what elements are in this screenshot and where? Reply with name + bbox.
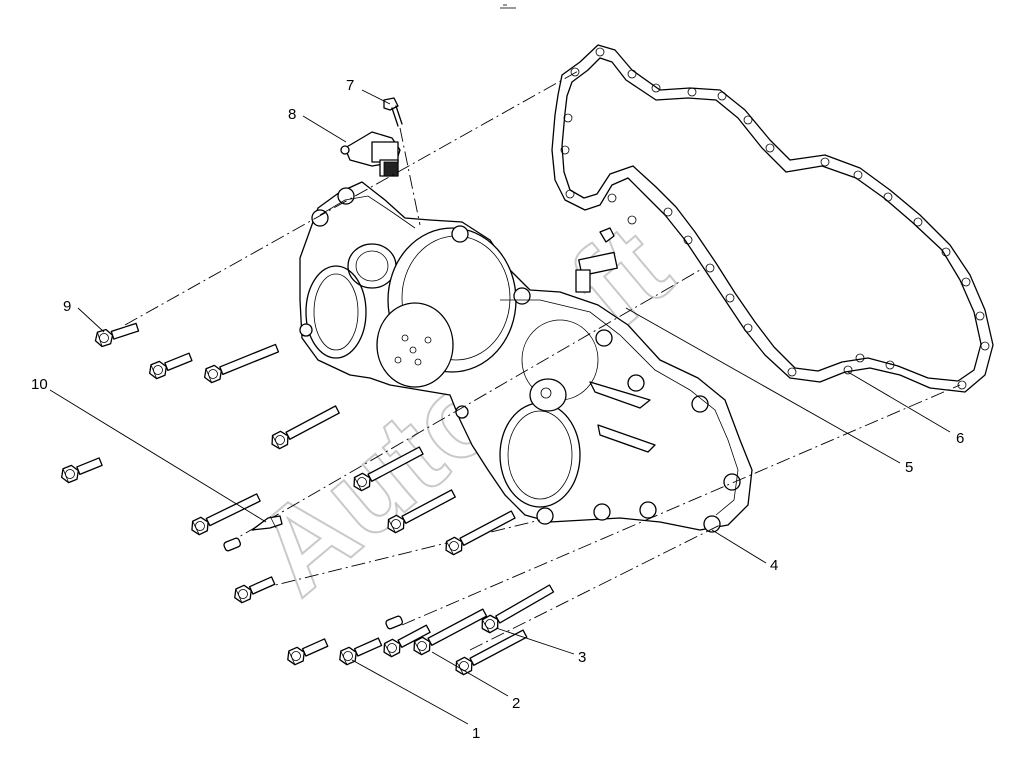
bolt-2 bbox=[451, 629, 528, 678]
bolt-short bbox=[284, 638, 329, 668]
callout-6: 6 bbox=[956, 430, 964, 447]
bolt-long bbox=[409, 608, 488, 658]
callout-5: 5 bbox=[905, 459, 913, 476]
callout-labels: 1 2 3 4 5 6 7 8 9 10 bbox=[31, 77, 964, 742]
bolt-short bbox=[146, 352, 193, 381]
dowel-pin bbox=[223, 537, 242, 552]
bolt-3 bbox=[477, 584, 555, 636]
bolt-long bbox=[383, 489, 456, 536]
gasket bbox=[551, 44, 994, 393]
bolt-short bbox=[58, 457, 103, 485]
dowel-pin bbox=[385, 615, 404, 630]
top-mark bbox=[500, 4, 516, 9]
bolt-1 bbox=[336, 637, 383, 668]
callout-7: 7 bbox=[346, 77, 354, 94]
callout-10: 10 bbox=[31, 376, 48, 393]
stud-10 bbox=[251, 515, 283, 531]
leader-lines bbox=[49, 89, 951, 725]
bolt-long bbox=[441, 510, 516, 558]
callout-4: 4 bbox=[770, 557, 778, 574]
bolt-long bbox=[201, 343, 280, 385]
bolt-long bbox=[267, 405, 340, 452]
bolt-long bbox=[187, 493, 261, 538]
bolt-long bbox=[379, 624, 431, 660]
callout-1: 1 bbox=[472, 725, 480, 742]
callout-2: 2 bbox=[512, 695, 520, 712]
assembly-lines bbox=[124, 69, 961, 651]
bolt-7 bbox=[383, 97, 403, 127]
bolt-long bbox=[349, 446, 424, 494]
bolt-9 bbox=[92, 322, 140, 349]
bolt-short bbox=[231, 576, 276, 606]
callout-9: 9 bbox=[63, 298, 71, 315]
sensor-part-5 bbox=[575, 227, 618, 293]
callout-3: 3 bbox=[578, 649, 586, 666]
callout-8: 8 bbox=[288, 106, 296, 123]
sensor-part-8 bbox=[340, 131, 401, 177]
front-cover-housing bbox=[299, 181, 753, 533]
